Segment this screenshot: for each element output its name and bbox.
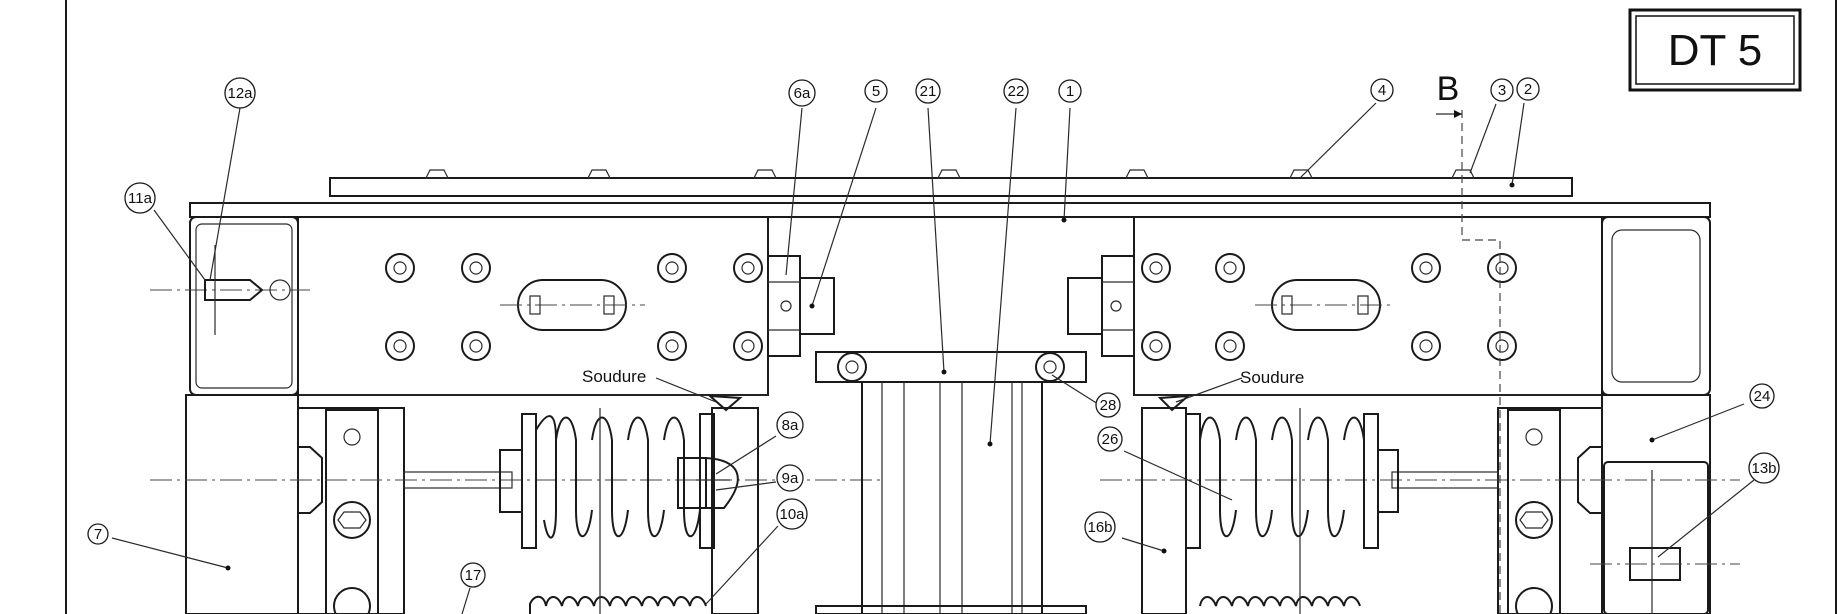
lower-springs	[529, 595, 1361, 614]
svg-text:26: 26	[1102, 431, 1119, 448]
svg-text:24: 24	[1754, 388, 1771, 405]
right-spring	[1185, 413, 1399, 549]
callout-21: 21	[915, 78, 941, 104]
left-block	[297, 216, 769, 396]
svg-text:13b: 13b	[1751, 460, 1776, 477]
svg-text:22: 22	[1008, 83, 1025, 100]
inner-side-plates	[599, 407, 1301, 614]
callout-3: 3	[1490, 78, 1514, 102]
callout-12a: 12a	[224, 77, 256, 109]
drawing-title: DT 5	[1668, 26, 1763, 75]
block-screws	[385, 253, 1517, 361]
callout-4: 4	[1370, 78, 1394, 102]
leader-lines	[111, 102, 1755, 614]
svg-text:17: 17	[465, 567, 482, 584]
svg-text:6a: 6a	[794, 85, 811, 102]
callout-10a: 10a	[776, 498, 808, 530]
section-line-b: B	[1436, 70, 1501, 614]
weld-note-right: Soudure	[1240, 368, 1304, 387]
top-nuts	[425, 169, 1475, 179]
svg-text:8a: 8a	[782, 417, 799, 434]
svg-text:10a: 10a	[779, 506, 805, 523]
svg-text:7: 7	[94, 526, 102, 543]
title-block: DT 5	[1628, 8, 1802, 92]
central-cylinder	[815, 351, 1087, 614]
svg-text:2: 2	[1524, 81, 1532, 98]
top-plate	[189, 177, 1711, 218]
callout-11a: 11a	[124, 182, 156, 214]
callout-7: 7	[87, 523, 109, 545]
callout-24: 24	[1749, 383, 1775, 409]
callout-9a: 9a	[776, 464, 804, 492]
callout-13b: 13b	[1748, 452, 1780, 484]
callout-5: 5	[864, 79, 888, 103]
weld-symbols	[707, 394, 1191, 412]
right-end-block	[1601, 216, 1711, 396]
svg-text:1: 1	[1066, 83, 1074, 100]
svg-text:9a: 9a	[782, 470, 799, 487]
svg-text:4: 4	[1378, 82, 1386, 99]
callout-1: 1	[1058, 79, 1082, 103]
callout-2: 2	[1516, 77, 1540, 101]
leader-dots	[225, 182, 1655, 571]
svg-text:12a: 12a	[227, 85, 253, 102]
svg-text:5: 5	[872, 83, 880, 100]
svg-text:28: 28	[1100, 397, 1117, 414]
svg-text:11a: 11a	[128, 190, 153, 207]
callout-28: 28	[1095, 392, 1121, 418]
callout-22: 22	[1003, 78, 1029, 104]
callout-6a: 6a	[788, 79, 816, 107]
svg-text:21: 21	[920, 83, 937, 100]
svg-text:3: 3	[1498, 82, 1506, 99]
svg-text:16b: 16b	[1087, 519, 1112, 536]
section-marker-label: B	[1437, 70, 1460, 108]
callout-8a: 8a	[776, 411, 804, 439]
clamp-fittings	[767, 255, 1135, 357]
callout-26: 26	[1097, 426, 1123, 452]
weld-note-left: Soudure	[582, 367, 646, 386]
left-spring	[499, 413, 739, 549]
spring-rods	[150, 471, 1740, 489]
callout-16b: 16b	[1084, 511, 1116, 543]
lower-right-column	[1497, 394, 1740, 614]
lower-left-column	[185, 394, 405, 614]
right-block	[1133, 216, 1603, 396]
left-end-block	[150, 216, 310, 396]
callout-17: 17	[460, 562, 486, 588]
